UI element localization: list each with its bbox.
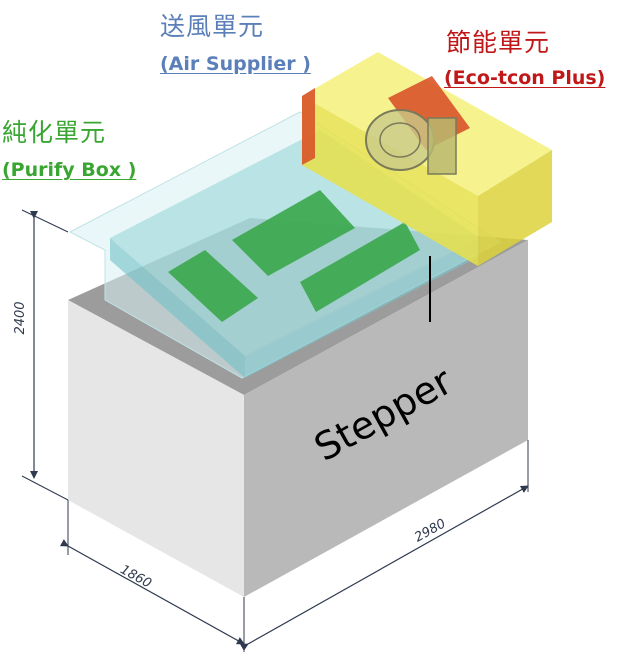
eco-tcon-end-panel xyxy=(302,88,315,165)
eco-tcon-front xyxy=(302,96,478,266)
eco-tcon-label-zh: 節能單元 xyxy=(446,28,551,57)
filter-panel-2 xyxy=(232,190,355,276)
eco-tcon-side xyxy=(478,150,552,266)
dimension-height-label: 2400 xyxy=(13,301,28,334)
purify-box-edge xyxy=(110,238,245,378)
stepper-front-face xyxy=(68,300,244,597)
filter-panel-3 xyxy=(300,222,420,312)
purify-box-label-zh: 純化單元 xyxy=(2,118,107,147)
air-supplier-label-en: (Air Supplier ) xyxy=(160,53,311,75)
filter-panel-1 xyxy=(168,250,258,322)
fan-assembly xyxy=(365,109,457,175)
dimension-height: 2400 xyxy=(13,209,69,501)
dimension-depth-label: 1860 xyxy=(118,562,154,591)
eco-tcon-label-en: (Eco-tcon Plus) xyxy=(444,67,606,89)
purify-box-label-en: (Purify Box ) xyxy=(2,159,137,181)
air-supplier-label-zh: 送風單元 xyxy=(160,12,265,41)
purify-box-edge-right xyxy=(245,238,480,378)
eco-tcon-unit xyxy=(302,52,552,266)
